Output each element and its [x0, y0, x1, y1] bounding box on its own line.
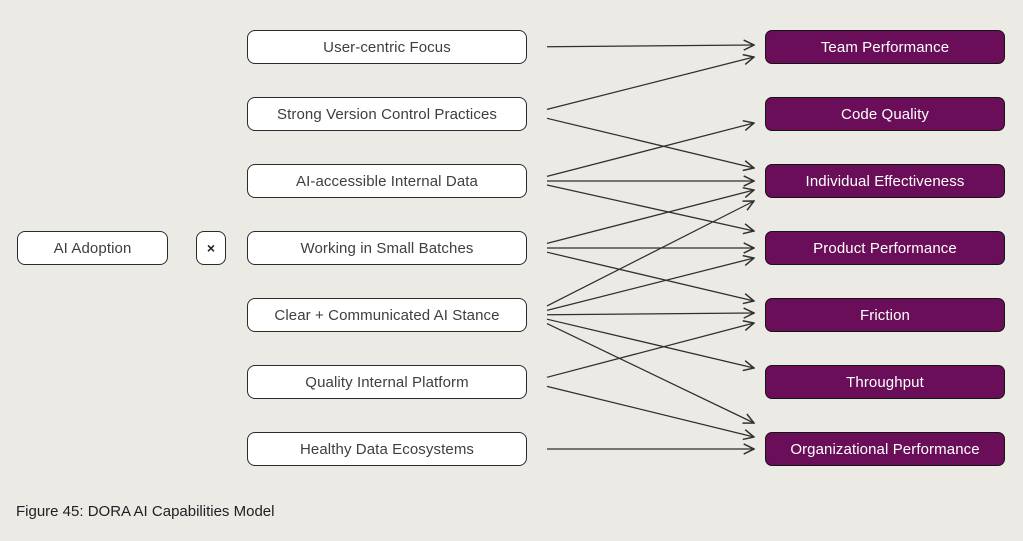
arrow-capability-4-to-outcome-3: [546, 258, 754, 312]
capability-label: Clear + Communicated AI Stance: [274, 306, 500, 324]
capability-box: Healthy Data Ecosystems: [247, 432, 527, 466]
outcome-box: Organizational Performance: [765, 432, 1005, 466]
outcome-box: Team Performance: [765, 30, 1005, 64]
outcome-label: Individual Effectiveness: [805, 172, 965, 190]
arrow-capability-3-to-outcome-2: [546, 190, 754, 245]
capability-box: AI-accessible Internal Data: [247, 164, 527, 198]
outcome-box: Individual Effectiveness: [765, 164, 1005, 198]
arrow-capability-2-to-outcome-3: [546, 184, 754, 231]
capability-box: User-centric Focus: [247, 30, 527, 64]
arrow-capability-5-to-outcome-4: [546, 323, 754, 378]
arrow-capability-3-to-outcome-4: [546, 251, 754, 301]
capability-label: User-centric Focus: [323, 38, 451, 56]
arrow-capability-1-to-outcome-0: [546, 57, 754, 111]
outcome-label: Friction: [860, 306, 910, 324]
arrow-capability-1-to-outcome-2: [546, 117, 754, 168]
capability-label: AI-accessible Internal Data: [296, 172, 478, 190]
capability-label: Working in Small Batches: [300, 239, 474, 257]
multiply-symbol: ×: [206, 240, 216, 256]
arrow-capability-2-to-outcome-1: [546, 123, 754, 178]
ai-adoption-label: AI Adoption: [53, 239, 132, 257]
figure-caption: Figure 45: DORA AI Capabilities Model: [16, 503, 275, 520]
arrow-capability-4-to-outcome-5: [546, 318, 754, 368]
outcome-label: Team Performance: [820, 38, 950, 56]
outcome-box: Code Quality: [765, 97, 1005, 131]
multiply-box: ×: [196, 231, 226, 265]
outcome-label: Organizational Performance: [790, 440, 980, 458]
outcome-box: Throughput: [765, 365, 1005, 399]
ai-adoption-box: AI Adoption: [17, 231, 168, 265]
capability-box: Clear + Communicated AI Stance: [247, 298, 527, 332]
arrow-capability-4-to-outcome-2: [546, 201, 754, 307]
capability-box: Working in Small Batches: [247, 231, 527, 265]
outcome-label: Code Quality: [841, 105, 929, 123]
capability-label: Healthy Data Ecosystems: [299, 440, 475, 458]
capability-label: Quality Internal Platform: [305, 373, 469, 391]
capability-box: Quality Internal Platform: [247, 365, 527, 399]
arrow-capability-4-to-outcome-6: [546, 323, 754, 423]
capability-box: Strong Version Control Practices: [247, 97, 527, 131]
capability-label: Strong Version Control Practices: [277, 105, 497, 123]
outcome-box: Product Performance: [765, 231, 1005, 265]
arrow-capability-4-to-outcome-4: [546, 313, 754, 315]
arrow-capability-0-to-outcome-0: [546, 45, 754, 47]
outcome-label: Product Performance: [813, 239, 957, 257]
arrow-capability-5-to-outcome-6: [546, 385, 754, 437]
outcome-box: Friction: [765, 298, 1005, 332]
outcome-label: Throughput: [846, 373, 924, 391]
